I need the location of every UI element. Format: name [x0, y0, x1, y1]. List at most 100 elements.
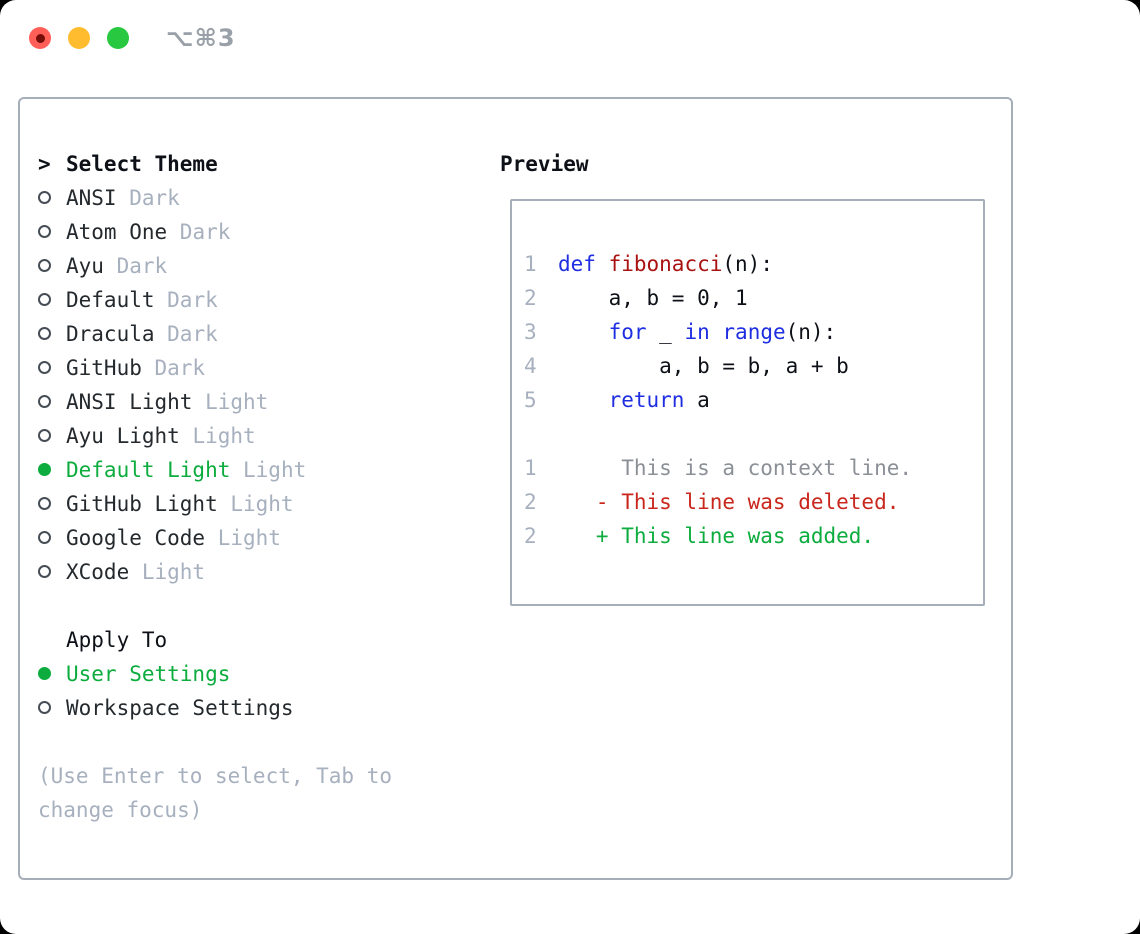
- radio-unselected-icon: [38, 565, 51, 578]
- code-line: 3 for _ in range(n):: [524, 315, 983, 349]
- radio-unselected-icon: [38, 259, 51, 272]
- code-token: fibonacci: [608, 252, 723, 276]
- theme-option-github-light[interactable]: GitHub Light Light: [38, 487, 500, 521]
- spacer: [38, 589, 500, 623]
- apply-option-user-settings[interactable]: User Settings: [38, 657, 500, 691]
- help-text: (Use Enter to select, Tab to change focu…: [38, 764, 393, 822]
- diff-text: - This line was deleted.: [558, 490, 900, 514]
- code-token: a, b = b, a + b: [558, 354, 849, 378]
- theme-variant-badge: Light: [230, 492, 294, 516]
- theme-variant-badge: Dark: [179, 220, 231, 244]
- preview-title: Preview: [500, 152, 589, 176]
- apply-to-header: Apply To: [38, 623, 500, 657]
- theme-option-xcode[interactable]: XCode Light: [38, 555, 500, 589]
- window-title: ⌥⌘3: [166, 24, 236, 52]
- traffic-lights: [29, 27, 129, 49]
- select-theme-header: > Select Theme: [38, 147, 500, 181]
- titlebar: ⌥⌘3: [0, 0, 1140, 76]
- theme-variant-badge: Dark: [129, 186, 180, 210]
- theme-name: XCode: [66, 560, 130, 584]
- diff-line-context: 1 This is a context line.: [524, 451, 983, 485]
- theme-option-default-light[interactable]: Default Light Light: [38, 453, 500, 487]
- theme-variant-badge: Light: [243, 458, 307, 482]
- theme-variant-badge: Dark: [116, 254, 168, 278]
- theme-variant-badge: Light: [217, 526, 281, 550]
- theme-name: Ayu: [66, 254, 104, 278]
- theme-option-atom-one[interactable]: Atom One Dark: [38, 215, 500, 249]
- line-number: 3: [524, 320, 537, 344]
- code-token: for: [608, 320, 647, 344]
- code-token: a, b = 0, 1: [558, 286, 748, 310]
- theme-name: Default Light: [66, 458, 231, 482]
- code-token: range: [722, 320, 786, 344]
- theme-name: Ayu Light: [66, 424, 180, 448]
- apply-to-title: Apply To: [66, 628, 168, 652]
- theme-option-ansi-light[interactable]: ANSI Light Light: [38, 385, 500, 419]
- zoom-button[interactable]: [107, 27, 129, 49]
- close-button[interactable]: [29, 27, 51, 49]
- code-line: 2 a, b = 0, 1: [524, 281, 983, 315]
- focus-caret-icon: >: [38, 152, 51, 176]
- code-token: (n):: [785, 320, 837, 344]
- theme-option-ansi[interactable]: ANSI Dark: [38, 181, 500, 215]
- line-number: 2: [524, 524, 537, 548]
- theme-variant-badge: Light: [205, 390, 269, 414]
- diff-text: + This line was added.: [558, 524, 875, 548]
- theme-variant-badge: Dark: [154, 356, 206, 380]
- unsaved-dot-icon: [35, 33, 45, 43]
- code-token: [558, 383, 609, 417]
- theme-option-ayu[interactable]: Ayu Dark: [38, 249, 500, 283]
- select-theme-title: Select Theme: [66, 152, 218, 176]
- radio-selected-icon: [38, 463, 51, 476]
- radio-unselected-icon: [38, 429, 51, 442]
- line-number: 4: [524, 354, 537, 378]
- code-token: (n):: [722, 252, 773, 276]
- minimize-button[interactable]: [68, 27, 90, 49]
- theme-name: GitHub: [66, 356, 142, 380]
- theme-variant-badge: Dark: [167, 322, 218, 346]
- theme-option-dracula[interactable]: Dracula Dark: [38, 317, 500, 351]
- theme-option-google-code[interactable]: Google Code Light: [38, 521, 500, 555]
- code-token: def: [558, 252, 596, 276]
- code-line: 1 def fibonacci(n):: [524, 247, 983, 281]
- radio-unselected-icon: [38, 327, 51, 340]
- diff-preview: 1 This is a context line.2 - This line w…: [524, 451, 983, 553]
- code-token: a: [684, 388, 710, 412]
- code-token: [596, 247, 609, 281]
- radio-unselected-icon: [38, 225, 51, 238]
- theme-name: ANSI: [66, 186, 117, 210]
- code-token: [710, 315, 723, 349]
- theme-name: Google Code: [66, 526, 206, 550]
- radio-unselected-icon: [38, 701, 51, 714]
- theme-name: ANSI Light: [66, 390, 193, 414]
- code-token: _: [646, 320, 685, 344]
- theme-name: Dracula: [66, 322, 155, 346]
- theme-variant-badge: Light: [141, 560, 206, 584]
- apply-option-label: Workspace Settings: [66, 696, 294, 720]
- theme-option-github[interactable]: GitHub Dark: [38, 351, 500, 385]
- radio-unselected-icon: [38, 531, 51, 544]
- theme-name: Default: [66, 288, 155, 312]
- theme-name: Atom One: [66, 220, 168, 244]
- line-number: 2: [524, 286, 537, 310]
- line-number: 2: [524, 490, 537, 514]
- line-number: 5: [524, 388, 537, 412]
- line-number: 1: [524, 252, 537, 276]
- apply-option-workspace-settings[interactable]: Workspace Settings: [38, 691, 500, 725]
- radio-unselected-icon: [38, 395, 51, 408]
- theme-name: GitHub Light: [66, 492, 218, 516]
- radio-unselected-icon: [38, 361, 51, 374]
- diff-line-added: 2 + This line was added.: [524, 519, 983, 553]
- apply-option-label: User Settings: [66, 662, 231, 686]
- diff-line-deleted: 2 - This line was deleted.: [524, 485, 983, 519]
- code-token: in: [684, 320, 710, 344]
